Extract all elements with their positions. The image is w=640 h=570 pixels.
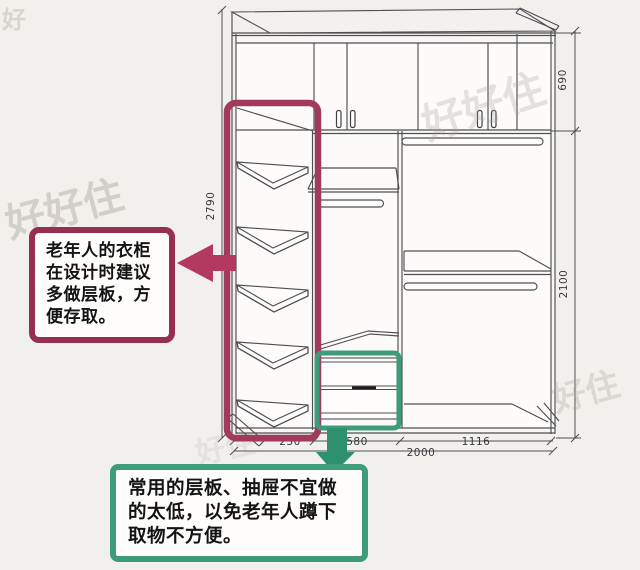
shelf xyxy=(236,161,309,190)
door-handle xyxy=(349,109,356,129)
dim-label-top-cabinet-height: 690 xyxy=(557,69,569,91)
right-shelf xyxy=(403,250,552,276)
watermark-text: 好住 xyxy=(547,364,624,420)
right-column-face xyxy=(403,131,550,428)
base-corner-left xyxy=(226,413,265,447)
dim-label-total-width: 2000 xyxy=(407,447,436,459)
top-cabinet-door-dividers xyxy=(313,34,518,130)
cabinet-top-face xyxy=(229,8,557,34)
right-column xyxy=(401,137,552,423)
watermark-text: 好 xyxy=(1,6,26,34)
base-corner-right xyxy=(536,402,560,427)
middle-column xyxy=(307,167,400,351)
hanging-rod-right-top xyxy=(401,137,544,146)
shelf xyxy=(236,399,309,428)
note-shelves: 老年人的衣柜在设计时建议多做层板，方便存取。 xyxy=(29,227,175,343)
left-column-ceiling xyxy=(236,107,314,132)
right-column-floor xyxy=(404,403,549,423)
back-panel-lip xyxy=(515,7,560,31)
door-handle xyxy=(490,109,497,129)
shelf xyxy=(236,284,309,313)
middle-shelf xyxy=(307,167,400,193)
middle-column-floor xyxy=(316,330,400,351)
top-cabinet-doors-face xyxy=(237,43,551,130)
shelf xyxy=(236,226,309,255)
dim-label-right-column-width: 1116 xyxy=(462,436,491,448)
door-handle xyxy=(476,109,483,129)
arrow-to-drawers xyxy=(316,428,355,473)
arrow-to-shelves xyxy=(177,244,236,282)
drawer-unit xyxy=(317,357,398,420)
door-handles xyxy=(335,109,497,129)
highlight-drawer-unit xyxy=(314,350,402,431)
shelf xyxy=(236,341,309,370)
hanging-rod-right-bottom xyxy=(403,282,538,291)
note-drawers: 常用的层板、抽屉不宜做的太低，以免老年人蹲下取物不方便。 xyxy=(110,464,368,562)
door-handle xyxy=(335,109,342,129)
dim-label-body-height: 2100 xyxy=(558,270,570,299)
hanging-rod-middle xyxy=(315,199,385,208)
dim-label-total-height: 2790 xyxy=(205,192,217,221)
shelf-column xyxy=(236,161,309,428)
dim-label-middle-column-width: 580 xyxy=(346,436,368,448)
